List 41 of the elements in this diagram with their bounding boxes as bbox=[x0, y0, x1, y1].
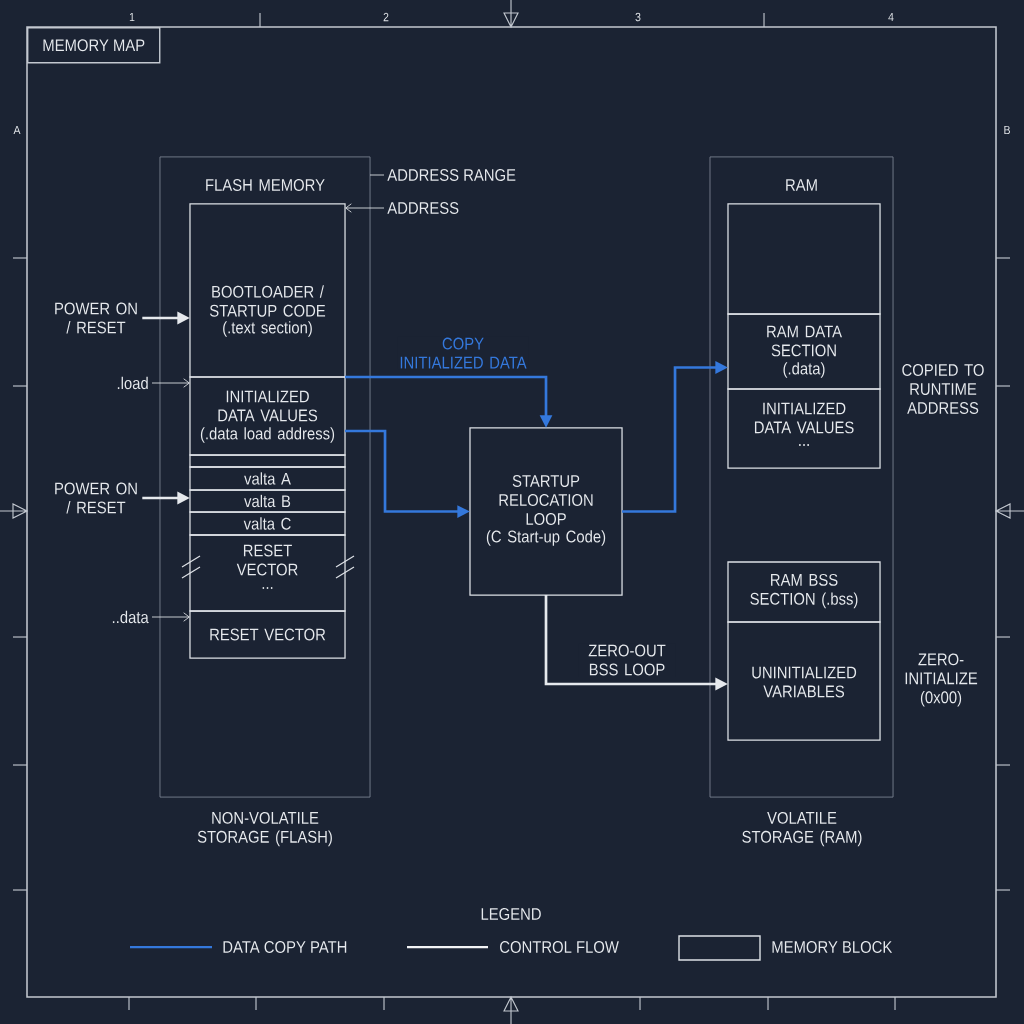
signal-label: POWER ON / RESET bbox=[55, 482, 137, 514]
memory-cell: UNINITIALIZED VARIABLES bbox=[727, 621, 881, 741]
grid-reference: 2 bbox=[383, 12, 389, 22]
edge-label: COPY INITIALIZED DATA bbox=[397, 336, 529, 370]
grid-reference: B bbox=[1004, 125, 1010, 135]
memory-cell bbox=[727, 203, 881, 315]
legend-label: CONTROL FLOW bbox=[500, 941, 619, 953]
memory-cell: valta A bbox=[189, 466, 346, 491]
storage-caption: NON-VOLATILE STORAGE (FLASH) bbox=[197, 811, 332, 847]
memory-cell: INITIALIZED DATA VALUES ... bbox=[727, 388, 881, 469]
arrow bbox=[345, 203, 385, 213]
legend-label: MEMORY BLOCK bbox=[772, 941, 893, 953]
grid-reference: A bbox=[13, 125, 21, 135]
memory-cell: RAM DATA SECTION (.data) bbox=[727, 313, 881, 390]
annotation-note: ZERO- INITIALIZE (0x00) bbox=[905, 653, 978, 707]
storage-caption: VOLATILE STORAGE (RAM) bbox=[742, 811, 862, 847]
memory-cell: RESET VECTOR ... bbox=[189, 534, 346, 612]
arrow bbox=[151, 378, 190, 388]
grid-reference: 4 bbox=[888, 12, 894, 22]
edge-label: ZERO-OUT BSS LOOP bbox=[578, 643, 676, 677]
grid-reference: 1 bbox=[129, 12, 135, 22]
grid-reference: 3 bbox=[635, 12, 641, 22]
legend-label: DATA COPY PATH bbox=[223, 941, 347, 953]
arrow bbox=[151, 612, 190, 622]
signal-label: POWER ON / RESET bbox=[55, 302, 137, 334]
legend-heading: LEGEND bbox=[481, 908, 541, 920]
annotation-label: ..data bbox=[112, 610, 149, 624]
leader-line bbox=[369, 174, 385, 176]
annotation-label: .load bbox=[117, 376, 148, 390]
memory-cell: RAM BSS SECTION (.bss) bbox=[727, 561, 881, 623]
annotation-label: ADDRESS RANGE bbox=[387, 169, 516, 181]
memory-cell: valta B bbox=[189, 489, 346, 513]
memory-cell: INITIALIZED DATA VALUES (.data load address) bbox=[189, 376, 346, 456]
annotation-label: ADDRESS bbox=[387, 202, 459, 214]
memory-cell bbox=[189, 454, 346, 468]
title-block: MEMORY MAP bbox=[27, 27, 161, 64]
annotation-note: COPIED TO RUNTIME ADDRESS bbox=[902, 364, 984, 414]
memory-cell: BOOTLOADER / STARTUP CODE (.text section) bbox=[189, 203, 346, 378]
memory-cell: RESET VECTOR bbox=[189, 610, 346, 659]
process-box: STARTUP RELOCATION LOOP (C Start-up Code) bbox=[469, 427, 623, 596]
memory-cell: valta C bbox=[189, 511, 346, 536]
